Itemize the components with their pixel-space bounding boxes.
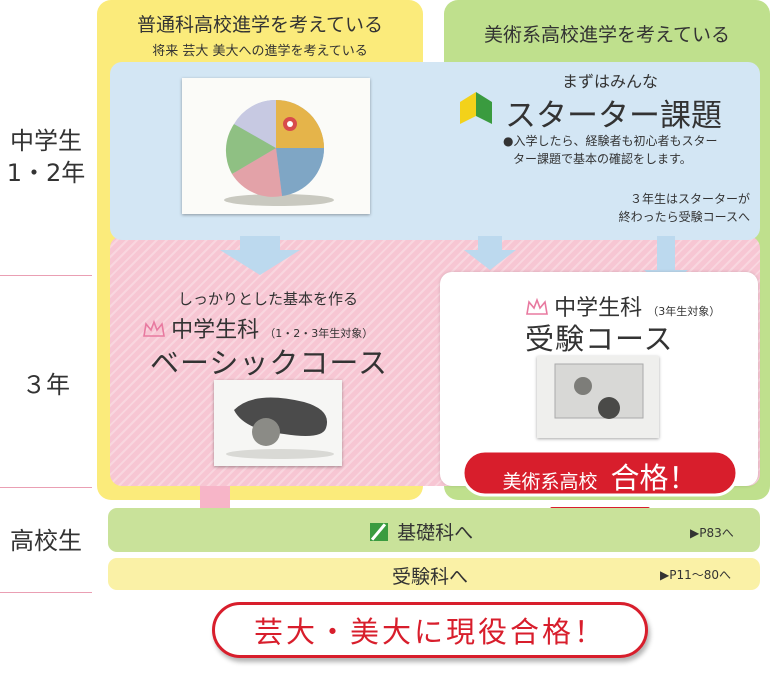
basic-course-lead: しっかりとした基本を作る [177,290,358,308]
column-general-title: 普通科高校進学を考えている [136,14,384,36]
column-general-subtitle: 将来 芸大 美大への進学を考えている [152,44,368,59]
juken-course-label: 受験科へ [392,566,469,588]
arrow-starter-to-basic-2 [464,236,516,270]
row-divider-3 [0,592,92,593]
starter-description-line1: ●入学したら、経験者も初心者もスター [503,134,718,148]
exam-photo-still-life [537,356,659,438]
row-label-jhs12-line1: 中学生 [10,127,82,155]
column-general-header: 普通科高校進学を考えている 将来 芸大 美大への進学を考えている [97,10,423,59]
row-label-jhs12-line2: 1・2年 [6,159,86,188]
exam-course-name: 受験コース [525,322,674,356]
starter-description: ●入学したら、経験者も初心者もスター ター課題で基本の確認をします。 [503,132,717,168]
row-label-hs: 高校生 [10,527,82,555]
basic-course-heading: 中学生科 （1・2・3年生対象） [142,312,373,344]
basic-course-label: 中学生科 [171,318,260,343]
kiso-course-bar[interactable] [108,508,760,552]
row-divider-1 [0,275,92,276]
crown-icon [143,319,165,337]
arrow-starter-to-basic [220,236,300,275]
column-art-header: 美術系高校進学を考えている [483,24,731,46]
starter-note-line1: ３年生はスターターが [629,192,750,206]
basic-course-name: ベーシックコース [150,346,388,380]
starter-note: ３年生はスターターが 終わったら受験コースへ [590,190,750,226]
pencil-icon [370,523,388,541]
kiso-course-label-wrap: 基礎科へ [370,518,473,545]
basic-course-target: （1・2・3年生対象） [264,327,374,340]
starter-title: スターター課題 [505,98,722,134]
basic-photo-still-life [214,380,342,466]
pass-art-school: 美術系高校 [502,471,598,493]
row-divider-2 [0,487,92,488]
apple-mirror-illustration [554,363,644,419]
crown-icon [526,297,548,315]
starter-photo-ball [182,78,370,214]
juken-course-bar[interactable] [108,558,760,590]
row-label-jhs3: ３年 [22,371,70,399]
row-label-jhs12: 中学生 1・2年 [0,125,92,190]
kiso-course-label: 基礎科へ [397,522,474,544]
juken-course-ref[interactable]: ▶P11～80へ [660,568,732,582]
exam-course-label: 中学生科 [554,296,643,321]
exam-course-heading: 中学生科 （3年生対象） [525,290,720,322]
still-life-illustration [226,397,334,459]
starter-note-line2: 終わったら受験コースへ [618,210,750,224]
pass-art-banner: 美術系高校 合格！ [463,455,737,497]
pass-art-pass: 合格！ [610,461,698,495]
exam-course-target: （3年生対象） [647,305,721,318]
final-pass-banner: 芸大・美大に現役合格！ [212,602,648,658]
ball-illustration [224,99,334,206]
kiso-course-ref[interactable]: ▶P83へ [690,526,734,540]
final-pass-text: 芸大・美大に現役合格！ [253,615,606,649]
beginner-mark-icon [460,92,492,124]
starter-intro: まずはみんな [561,72,658,91]
starter-description-line2: ター課題で基本の確認をします。 [513,152,692,166]
